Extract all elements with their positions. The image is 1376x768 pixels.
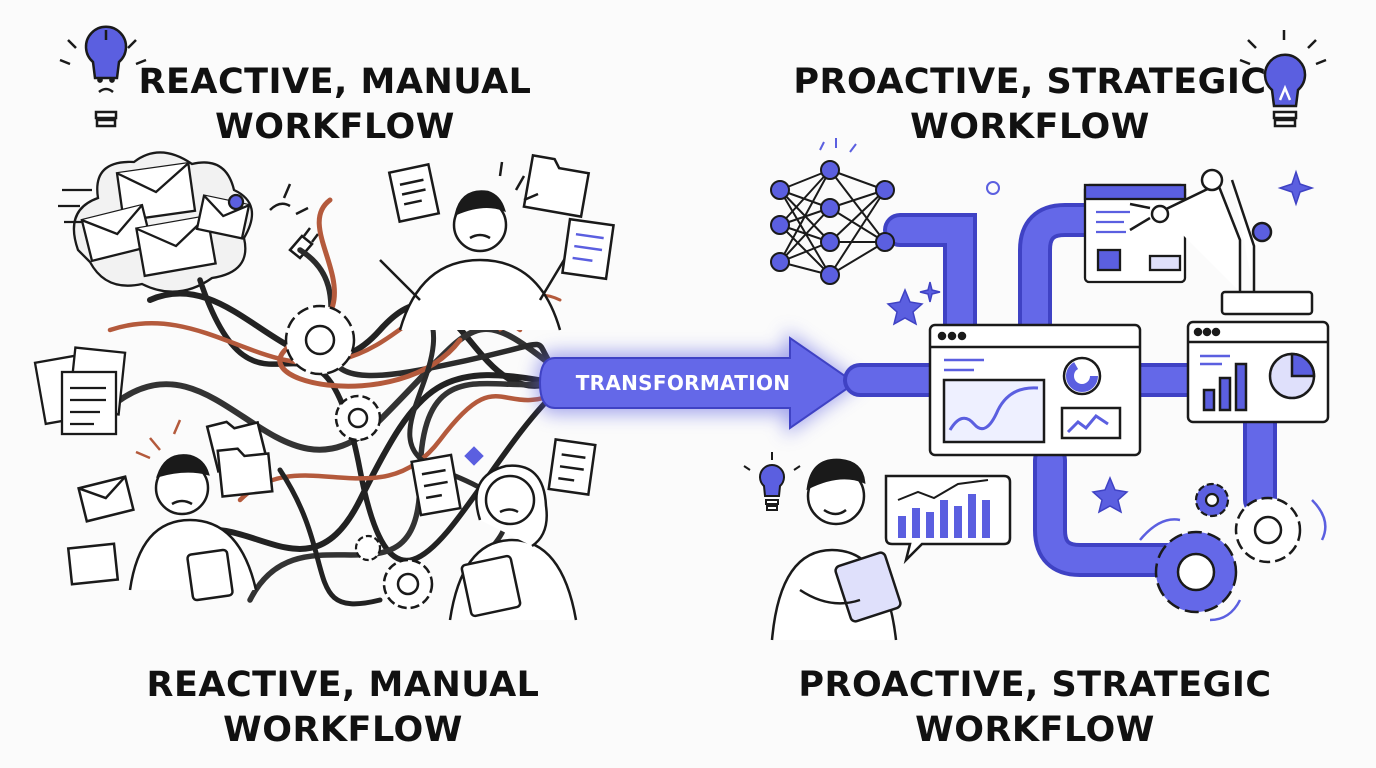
folder-icon — [522, 153, 591, 219]
document-icon — [410, 453, 462, 517]
transformation-arrow — [536, 330, 860, 436]
email-cloud — [58, 151, 254, 293]
left-title-top-line-1: REACTIVE, MANUAL — [138, 62, 532, 102]
pipe-network — [843, 203, 1277, 577]
plug-icon — [269, 183, 319, 260]
left-title-top-line-2: WORKFLOW — [215, 107, 455, 147]
right-title-bottom-line-2: WORKFLOW — [915, 710, 1155, 750]
sad-lightbulb-icon — [59, 25, 147, 128]
right-title-top-line-2: WORKFLOW — [910, 107, 1150, 147]
document-icon — [561, 217, 615, 281]
neural-network-icon — [770, 138, 1000, 285]
analytics-window — [1186, 320, 1330, 424]
bar-chart-icon — [898, 494, 990, 538]
stressed-person-right — [410, 438, 597, 621]
gear-icon — [354, 534, 382, 562]
right-title-bottom-line-1: PROACTIVE, STRATEGIC — [798, 665, 1272, 705]
gear-icon — [382, 558, 434, 610]
pie-chart-icon — [1062, 356, 1102, 396]
main-dashboard-window — [928, 323, 1142, 457]
left-title-bottom: REACTIVE, MANUAL WORKFLOW — [118, 663, 568, 753]
lightbulb-icon — [743, 452, 801, 511]
chart-bubble — [884, 474, 1012, 565]
envelope-icon — [80, 203, 154, 263]
robot-arm-icon — [1129, 168, 1314, 316]
dashboard-window-icon — [1083, 183, 1187, 284]
envelope-icon — [77, 475, 135, 523]
envelope-icon — [135, 214, 217, 278]
stressed-person-left — [66, 419, 274, 602]
left-title-top: REACTIVE, MANUAL WORKFLOW — [110, 60, 560, 150]
stressed-person-top — [379, 153, 615, 331]
bar-chart-icon — [1202, 362, 1248, 412]
document-icon — [547, 438, 597, 496]
left-title-bottom-line-1: REACTIVE, MANUAL — [146, 665, 540, 705]
right-title-top-line-1: PROACTIVE, STRATEGIC — [793, 62, 1267, 102]
sparkle-icon — [886, 169, 1315, 514]
gear-icon — [1234, 496, 1302, 564]
left-title-bottom-line-2: WORKFLOW — [223, 710, 463, 750]
right-title-bottom: PROACTIVE, STRATEGIC WORKFLOW — [795, 663, 1275, 753]
lightbulb-icon — [1239, 30, 1327, 128]
tablet-icon — [186, 548, 234, 602]
confident-person — [770, 458, 902, 641]
tablet-icon — [460, 554, 522, 618]
gear-icon — [1194, 482, 1230, 518]
gear-icon — [334, 394, 382, 442]
gear-icon — [1154, 530, 1238, 614]
tablet-icon — [834, 551, 902, 623]
rotation-arrow — [1139, 499, 1327, 622]
document-icon — [387, 162, 441, 224]
right-title-top: PROACTIVE, STRATEGIC WORKFLOW — [790, 60, 1270, 150]
gear-icon — [284, 304, 356, 376]
transformation-arrow-label: TRANSFORMATION — [575, 371, 791, 395]
pie-chart-icon — [1268, 352, 1316, 400]
folder-icon — [205, 420, 274, 498]
document-icon — [33, 346, 127, 436]
